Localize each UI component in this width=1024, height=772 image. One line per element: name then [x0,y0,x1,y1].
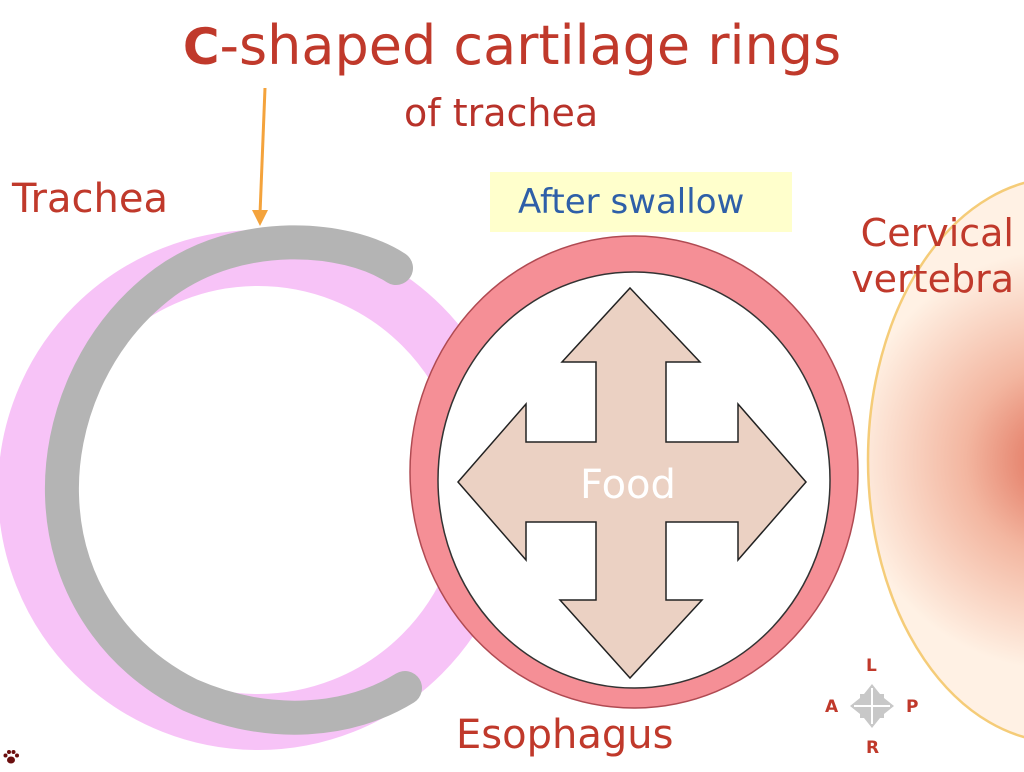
cervical-label-line2: vertebra [851,257,1014,301]
cervical-vertebra-label: Cervical vertebra [851,210,1014,302]
after-swallow-label: After swallow [518,182,745,222]
trachea-label: Trachea [12,176,168,222]
page-title: C-shaped cartilage rings [0,14,1024,79]
cartilage-pointer-line [258,87,267,215]
paw-print-icon [2,748,20,770]
page-subtitle: of trachea [404,91,599,135]
orientation-compass-icon [850,684,894,728]
cartilage-pointer-arrowhead [252,210,268,226]
c-shaped-cartilage [44,225,422,735]
compass-bottom-label: R [866,738,880,758]
compass-right-label: P [906,697,919,717]
title-c-letter: C [182,18,220,76]
food-label: Food [580,462,676,508]
after-swallow-box: After swallow [490,172,792,232]
esophagus-label: Esophagus [456,712,674,758]
cervical-vertebra-shape [866,181,1024,739]
compass-left-label: A [825,697,839,717]
cervical-label-line1: Cervical [860,211,1014,255]
title-rest: -shaped cartilage rings [219,14,842,77]
food-expansion-arrow [457,286,807,680]
compass-top-label: L [866,656,877,676]
